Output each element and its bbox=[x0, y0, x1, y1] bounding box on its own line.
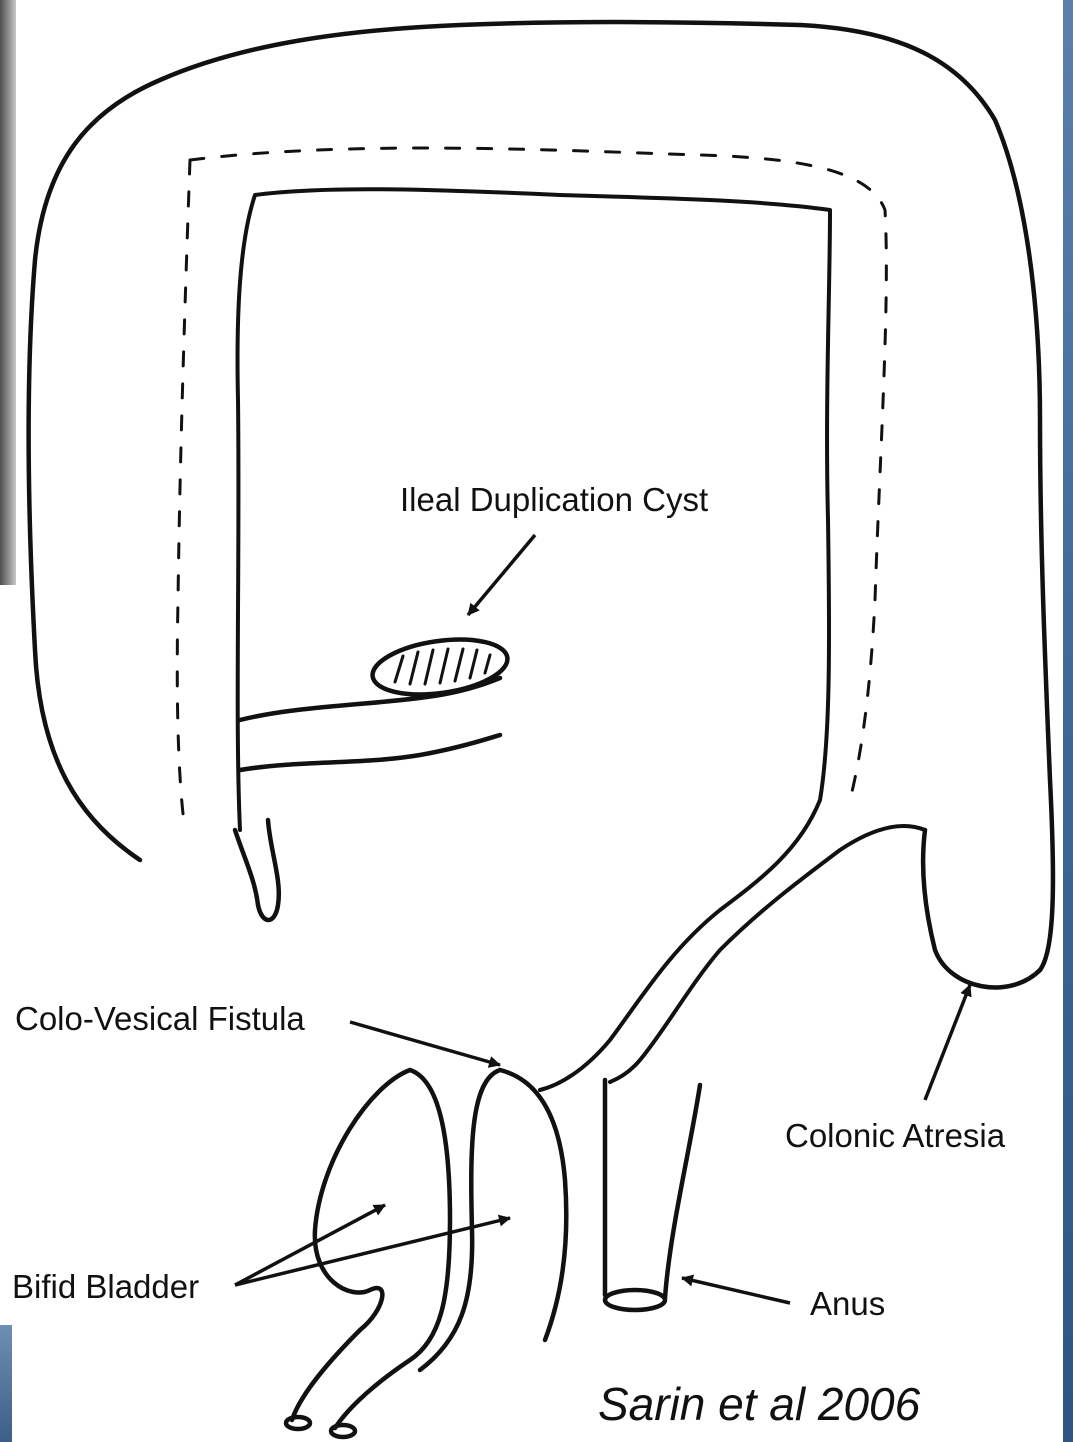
label-bifid-bladder: Bifid Bladder bbox=[12, 1268, 199, 1305]
arrow-colonic-atresia bbox=[925, 985, 970, 1100]
arrow-duplication-cyst bbox=[468, 535, 535, 615]
ileum bbox=[240, 678, 500, 770]
label-colonic-atresia: Colonic Atresia bbox=[785, 1117, 1006, 1154]
arrow-bifid-bladder-left bbox=[235, 1205, 385, 1285]
arrow-anus bbox=[682, 1278, 790, 1303]
label-colo-vesical-fistula: Colo-Vesical Fistula bbox=[15, 1000, 305, 1037]
citation-text: Sarin et al 2006 bbox=[598, 1378, 921, 1430]
anal-canal bbox=[605, 1080, 700, 1310]
label-ileal-duplication-cyst: Ileal Duplication Cyst bbox=[400, 481, 708, 518]
duplication-cyst bbox=[369, 632, 511, 702]
appendix bbox=[235, 820, 279, 920]
arrow-colo-vesical-fistula bbox=[350, 1022, 500, 1065]
colon-inner-wall bbox=[238, 189, 925, 1090]
label-anus: Anus bbox=[810, 1285, 885, 1322]
